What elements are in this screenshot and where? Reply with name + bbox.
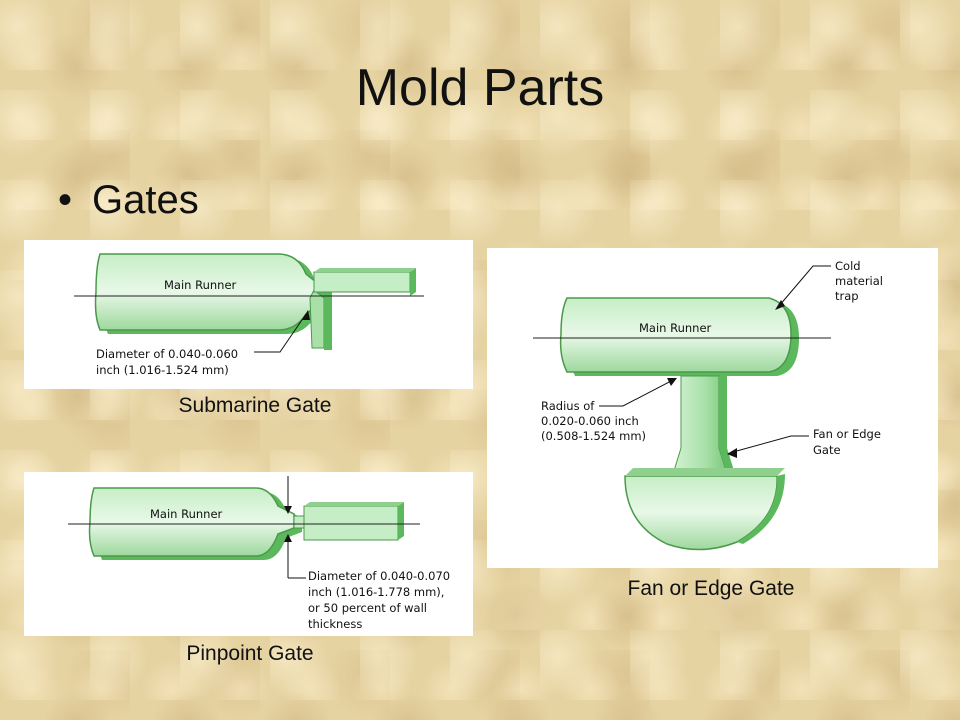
pinpoint-gate-diagram: Main Runner Diameter of 0.040-0.070 inch… — [24, 472, 473, 636]
fan-gate-diagram: Main Runner Cold material trap Radius of… — [487, 248, 938, 568]
fan-label-line2: Gate — [813, 443, 841, 457]
pinpoint-gate-svg: Main Runner Diameter of 0.040-0.070 inch… — [68, 476, 450, 631]
pinpoint-note-line2: inch (1.016-1.778 mm), — [308, 585, 444, 599]
submarine-gate-svg: Main Runner Diameter of 0.040-0.060 inch… — [74, 253, 424, 377]
radius-line3: (0.508-1.524 mm) — [541, 429, 646, 443]
cold-trap-line2: material — [835, 274, 883, 288]
submarine-gate-diagram: Main Runner Diameter of 0.040-0.060 inch… — [24, 240, 473, 389]
submarine-gate-caption: Submarine Gate — [178, 394, 332, 417]
cold-trap-line1: Cold — [835, 259, 861, 273]
pinpoint-gate-caption: Pinpoint Gate — [186, 642, 314, 665]
bullet-item: • Gates — [58, 178, 199, 223]
main-runner-label: Main Runner — [164, 278, 237, 292]
pinpoint-note-line3: or 50 percent of wall — [308, 601, 427, 615]
main-runner-shape — [94, 253, 317, 331]
fan-gate-svg: Main Runner Cold material trap Radius of… — [533, 259, 883, 551]
bullet-text: Gates — [92, 178, 199, 222]
main-runner-label: Main Runner — [639, 321, 712, 335]
cold-trap-line3: trap — [835, 289, 859, 303]
main-runner-shape — [559, 297, 792, 373]
pinpoint-note-line1: Diameter of 0.040-0.070 — [308, 569, 450, 583]
fan-label-line1: Fan or Edge — [813, 427, 881, 441]
radius-line2: 0.020-0.060 inch — [541, 414, 639, 428]
submarine-note-line1: Diameter of 0.040-0.060 — [96, 347, 238, 361]
radius-line1: Radius of — [541, 399, 595, 413]
fan-gate-caption: Fan or Edge Gate — [627, 577, 795, 600]
submarine-note-line2: inch (1.016-1.524 mm) — [96, 363, 229, 377]
main-runner-shape — [88, 487, 295, 557]
bullet-dot-icon: • — [58, 178, 73, 222]
slide-title: Mold Parts — [355, 59, 605, 117]
pinpoint-note-line4: thickness — [308, 617, 362, 631]
main-runner-label: Main Runner — [150, 507, 223, 521]
